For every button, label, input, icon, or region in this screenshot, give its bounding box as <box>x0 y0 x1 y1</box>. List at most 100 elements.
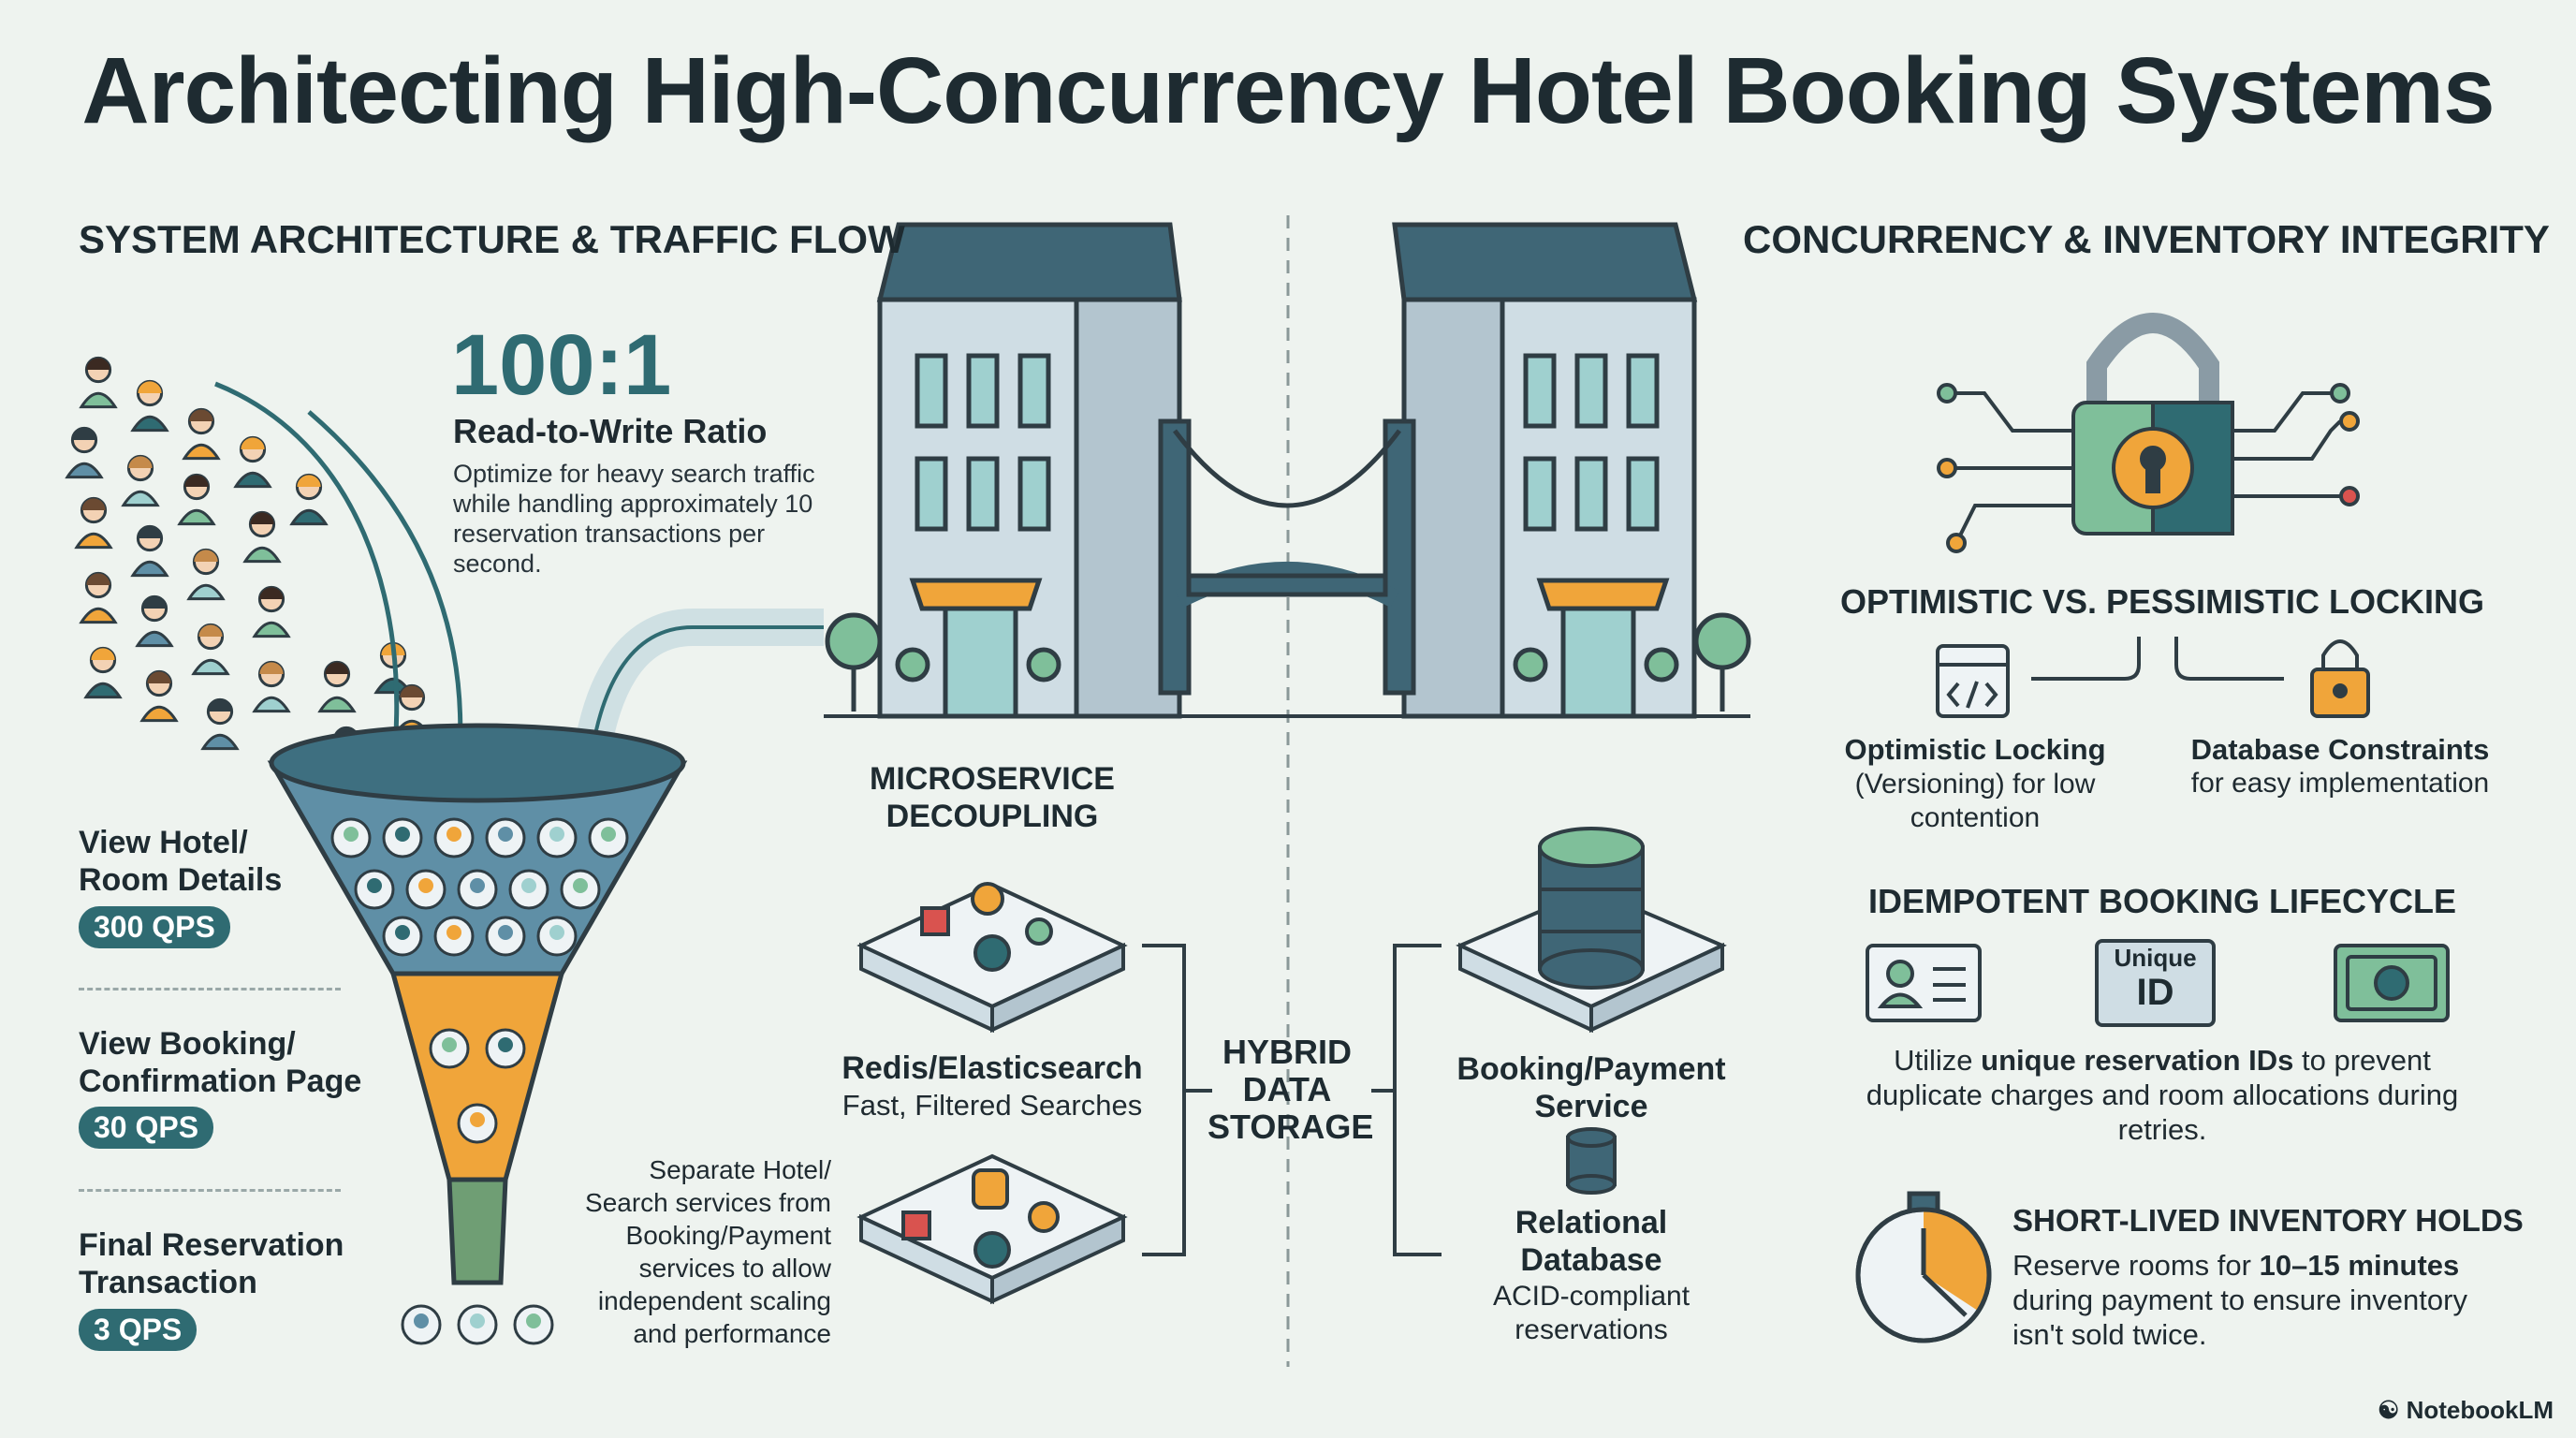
left-section-heading: SYSTEM ARCHITECTURE & TRAFFIC FLOW <box>79 217 905 261</box>
stage-divider <box>79 988 341 990</box>
booking-service-title: Booking/Payment Service <box>1456 1051 1726 1124</box>
avatar-head <box>367 878 382 893</box>
avatar-head <box>418 878 433 893</box>
person-icon <box>79 571 118 624</box>
person-icon <box>186 548 226 601</box>
avatar-head <box>414 1313 429 1328</box>
read-write-ratio: 100:1 <box>451 317 672 413</box>
separate-services-description: Separate Hotel/ Search services from Boo… <box>585 1155 831 1348</box>
idem-text-post: to prevent duplicate charges and room al… <box>1866 1044 2459 1146</box>
padlock-circuit-icon <box>1937 313 2360 553</box>
redis-description: Fast, Filtered Searches <box>842 1089 1143 1122</box>
person-icon <box>130 524 169 578</box>
optimistic-title: Optimistic Locking <box>1844 733 2106 766</box>
constraints-title: Database Constraints <box>2190 733 2490 766</box>
avatar-head <box>470 878 485 893</box>
ratio-description: Optimize for heavy search traffic while … <box>453 460 815 578</box>
id-card-icon <box>1866 944 1982 1022</box>
optimistic-description: (Versioning) for low contention <box>1854 769 2096 833</box>
code-window-icon <box>1936 644 2010 718</box>
unique-id-label: Unique ID <box>2097 944 2214 1012</box>
hotel-buildings-bridge <box>824 222 1751 719</box>
person-icon <box>200 697 240 751</box>
holds-text-post: during payment to ensure inventory isn't… <box>2012 1284 2467 1351</box>
hybrid-brackets <box>1142 944 1442 1256</box>
redis-title: Redis/Elasticsearch <box>842 1050 1143 1086</box>
stage-label-view-booking: View Booking/ Confirmation Page <box>79 1026 362 1099</box>
redis-server-box-1 <box>856 882 1128 1034</box>
funnel-people <box>330 817 629 1345</box>
avatar-head <box>446 827 461 842</box>
qps-badge-300: 300 QPS <box>79 906 230 948</box>
person-icon <box>317 660 357 713</box>
stage-divider <box>79 1189 341 1192</box>
person-icon <box>182 407 221 461</box>
person-icon <box>74 496 113 550</box>
unique-id-big: ID <box>2136 972 2174 1013</box>
avatar-head <box>395 827 410 842</box>
holds-text-pre: Reserve rooms for <box>2012 1249 2260 1282</box>
page-title: Architecting High-Concurrency Hotel Book… <box>81 38 2495 143</box>
redis-server-box-2 <box>856 1153 1128 1305</box>
relational-db-description: ACID-compliant reservations <box>1492 1281 1690 1345</box>
qps-badge-30: 30 QPS <box>79 1107 214 1149</box>
stage-label-view-hotel: View Hotel/ Room Details <box>79 825 283 898</box>
avatar-head <box>470 1112 485 1127</box>
stage-label-final-reservation: Final Reservation Transaction <box>79 1227 344 1300</box>
database-stack-icon <box>1456 827 1727 1034</box>
ratio-label: Read-to-Write Ratio <box>453 412 768 450</box>
idem-text-bold: unique reservation IDs <box>1981 1044 2294 1077</box>
person-icon <box>252 585 291 638</box>
right-section-heading: CONCURRENCY & INVENTORY INTEGRITY <box>1743 217 2550 261</box>
avatar-head <box>549 827 564 842</box>
idem-text-pre: Utilize <box>1894 1044 1982 1077</box>
avatar-head <box>395 925 410 940</box>
brand-label: ☯ NotebookLM <box>2378 1396 2554 1424</box>
person-icon <box>65 426 104 479</box>
holds-description: Reserve rooms for 10–15 minutes during p… <box>2012 1248 2499 1352</box>
idempotent-heading: IDEMPOTENT BOOKING LIFECYCLE <box>1867 882 2456 920</box>
holds-heading: SHORT-LIVED INVENTORY HOLDS <box>2012 1203 2524 1238</box>
avatar-head <box>498 925 513 940</box>
person-icon <box>191 623 230 676</box>
traffic-funnel <box>267 723 688 1285</box>
person-icon <box>121 454 160 507</box>
holds-text-bold: 10–15 minutes <box>2259 1249 2460 1282</box>
qps-badge-3: 3 QPS <box>79 1309 198 1351</box>
person-icon <box>130 379 169 433</box>
person-icon <box>289 473 329 526</box>
avatar-head <box>498 827 513 842</box>
unique-id-icon <box>2095 939 2216 1027</box>
money-bill-icon <box>2334 944 2450 1022</box>
person-icon <box>242 510 282 564</box>
locking-heading: OPTIMISTIC VS. PESSIMISTIC LOCKING <box>1839 582 2485 621</box>
avatar-head <box>601 827 616 842</box>
person-icon <box>135 594 174 648</box>
avatar-head <box>344 827 359 842</box>
person-icon <box>139 669 179 723</box>
locking-connector <box>2031 637 2284 681</box>
small-padlock-icon <box>2310 639 2370 718</box>
relational-db-title: Relational Database <box>1515 1205 1668 1278</box>
avatar-head <box>470 1313 485 1328</box>
brand-text: NotebookLM <box>2406 1396 2554 1424</box>
constraints-description: for easy implementation <box>2190 768 2490 799</box>
person-icon <box>252 660 291 713</box>
avatar-head <box>446 925 461 940</box>
avatar-head <box>549 925 564 940</box>
stopwatch-icon <box>1855 1191 1992 1343</box>
small-database-icon <box>1566 1127 1617 1195</box>
person-icon <box>233 435 272 489</box>
person-icon <box>83 646 123 699</box>
person-icon <box>177 473 216 526</box>
hybrid-storage-label: HYBRID DATA STORAGE <box>1208 1033 1374 1146</box>
avatar-head <box>526 1313 541 1328</box>
avatar-head <box>442 1037 457 1052</box>
microservice-heading: MICROSERVICE DECOUPLING <box>870 761 1115 834</box>
unique-id-small: Unique <box>2114 944 2197 972</box>
idempotent-description: Utilize unique reservation IDs to preven… <box>1863 1043 2462 1147</box>
avatar-head <box>521 878 536 893</box>
person-icon <box>79 356 118 409</box>
avatar-head <box>573 878 588 893</box>
